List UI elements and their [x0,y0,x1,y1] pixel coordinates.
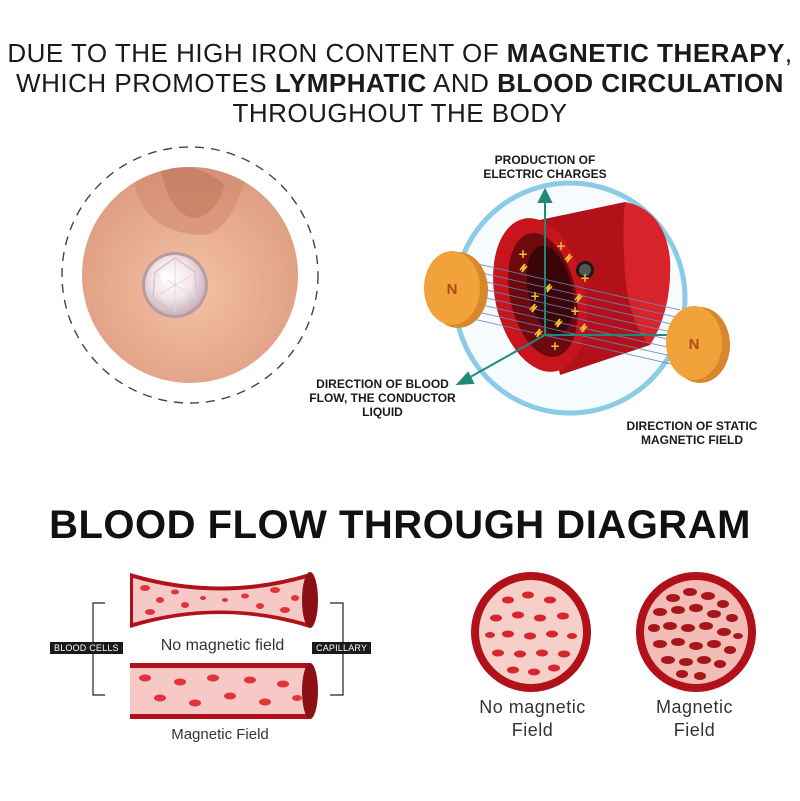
vessels-illustration [92,572,344,719]
headline-line-2: WHICH PROMOTES LYMPHATIC AND BLOOD CIRCU… [16,68,784,98]
cross-sections [471,572,756,692]
field-lines [459,259,681,367]
magnetic-field-diagram: + + + + + + N N [424,180,730,416]
caption-cross-with-field: Magnetic Field [655,697,734,740]
caption-magnetic-field: Magnetic Field [171,726,269,743]
svg-text:+: + [530,289,540,303]
svg-text:+: + [570,304,580,318]
plus-signs: + + + + + + [518,239,590,353]
label-field-direction: DIRECTION OF STATIC MAGNETIC FIELD [626,419,758,447]
vessel-narrow [130,572,318,628]
diamond-stud [142,252,208,318]
caption-no-magnetic-field: No magnetic field [160,637,285,654]
label-production: PRODUCTION OF ELECTRIC CHARGES [483,153,607,181]
dashed-ring [61,146,319,404]
svg-text:+: + [518,247,528,261]
headline-line-3: THROUGHOUT THE BODY [232,98,568,128]
svg-text:+: + [550,339,560,353]
magnet-right-letter: N [689,336,700,353]
svg-text:+: + [556,239,566,253]
headline-line-1: DUE TO THE HIGH IRON CONTENT OF MAGNETIC… [7,38,793,68]
vessel-straight [130,663,318,719]
svg-text:+: + [580,271,590,285]
section-title: BLOOD FLOW THROUGH DIAGRAM [49,503,751,547]
earring-photo [61,146,319,404]
magnet-left: N [424,251,488,328]
cross-section-no-field [471,572,591,692]
cross-section-with-field [636,572,756,692]
tag-capillary: CAPILLARY [312,642,372,654]
tag-blood-cells: BLOOD CELLS [50,642,123,654]
magnet-left-letter: N [447,281,458,298]
caption-cross-no-field: No magnetic Field [479,697,586,740]
label-flow-direction: DIRECTION OF BLOOD FLOW, THE CONDUCTOR L… [309,377,456,419]
magnet-right: N [666,306,730,383]
electric-charges [519,253,588,338]
headline: DUE TO THE HIGH IRON CONTENT OF MAGNETIC… [0,38,800,128]
